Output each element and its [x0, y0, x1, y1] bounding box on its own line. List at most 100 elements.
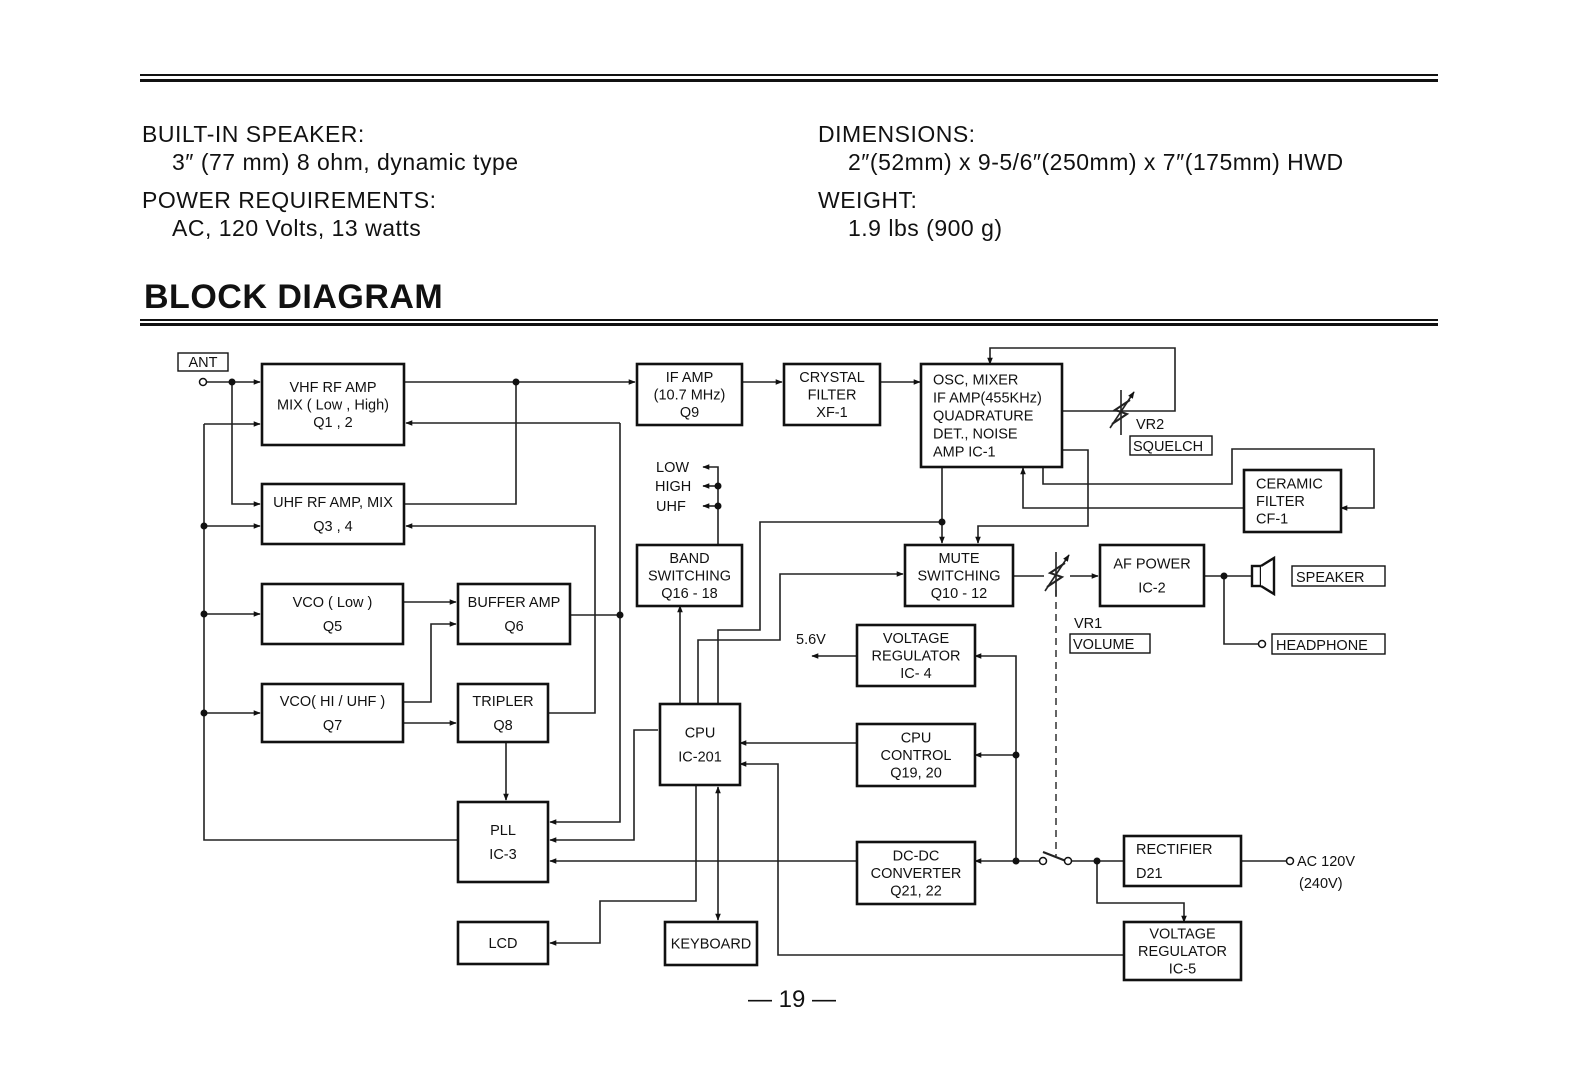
- wire-ceramic-osc: [1020, 467, 1244, 509]
- ant-label: ANT: [177, 352, 229, 372]
- block-label: FILTER: [1256, 494, 1305, 510]
- block-box: [855, 623, 977, 688]
- block-label: D21: [1136, 866, 1163, 882]
- spec-value: 1.9 lbs (900 g): [848, 215, 1003, 241]
- specs-left: BUILT-IN SPEAKER: 3″ (77 mm) 8 ohm, dyna…: [142, 120, 519, 252]
- block-label: Q9: [680, 405, 699, 421]
- block-vcolow: VCO ( Low ) Q5: [260, 582, 405, 646]
- block-vcohi: VCO( HI / UHF )Q7: [260, 682, 405, 744]
- spec-label: BUILT-IN SPEAKER:: [142, 121, 365, 147]
- top-rule-thick: [140, 79, 1438, 82]
- junction-dot: [1012, 751, 1020, 759]
- block-label: IC- 4: [900, 666, 931, 682]
- block-box: [260, 482, 406, 546]
- block-label: Q3 , 4: [313, 519, 353, 535]
- junction-dot: [200, 610, 208, 618]
- top-rule-thin: [140, 74, 1438, 76]
- block-label: REGULATOR: [1138, 944, 1227, 960]
- vr2-label: VR2: [1136, 417, 1164, 433]
- wire-osc-ceramic: [1042, 448, 1375, 511]
- wires: [203, 347, 1375, 956]
- spec-power: POWER REQUIREMENTS: AC, 120 Volts, 13 wa…: [142, 186, 519, 242]
- squelch-label-text: SQUELCH: [1133, 439, 1203, 455]
- ac-240v-label: (240V): [1299, 876, 1343, 892]
- block-label: REGULATOR: [872, 649, 961, 665]
- spec-label: POWER REQUIREMENTS:: [142, 187, 437, 213]
- block-label: VCO ( Low ): [293, 595, 373, 611]
- junction-dot: [714, 502, 722, 510]
- block-buffer: BUFFER AMP Q6: [456, 582, 572, 646]
- block-label: VCO( HI / UHF ): [280, 694, 386, 710]
- block-label: QUADRATURE: [933, 409, 1034, 425]
- junction-dot: [1220, 572, 1228, 580]
- block-label: DC-DC: [893, 849, 940, 865]
- wire-uhf-out: [404, 382, 517, 505]
- wire-cpu-pll: [549, 729, 658, 843]
- wire-band-up: [702, 464, 719, 545]
- wire-vcohi-buffer: [403, 621, 457, 703]
- block-label: BUFFER AMP: [468, 595, 561, 611]
- band-high-label: HIGH: [655, 479, 691, 495]
- block-label: Q21, 22: [890, 884, 942, 900]
- block-label: Q1 , 2: [313, 415, 353, 431]
- junction-dot: [228, 378, 236, 386]
- headphone-label: HEADPHONE: [1271, 633, 1386, 655]
- block-label: CF-1: [1256, 512, 1288, 528]
- block-label: BAND: [669, 551, 709, 567]
- block-label: CERAMIC: [1256, 477, 1323, 493]
- wire-lo-bus: [549, 423, 621, 825]
- block-box: [782, 362, 882, 427]
- block-box: [456, 682, 550, 744]
- block-box: [456, 920, 550, 966]
- block-label: MUTE: [938, 551, 979, 567]
- spec-dimensions: DIMENSIONS: 2″(52mm) x 9-5/6″(250mm) x 7…: [818, 120, 1344, 176]
- block-label: FILTER: [808, 388, 857, 404]
- block-box: [635, 362, 744, 427]
- headphone-terminal: [1257, 639, 1267, 649]
- wire-cpu-lcd: [549, 785, 697, 946]
- junction-dot: [1012, 857, 1020, 865]
- block-label: AMP IC-1: [933, 445, 996, 461]
- spec-value: AC, 120 Volts, 13 watts: [172, 215, 422, 241]
- spec-value: 2″(52mm) x 9-5/6″(250mm) x 7″(175mm) HWD: [848, 149, 1344, 175]
- volume-label: VR1 VOLUME: [1069, 616, 1151, 654]
- block-box: [260, 682, 405, 744]
- block-lcd: LCD: [456, 920, 550, 966]
- block-label: (10.7 MHz): [654, 388, 726, 404]
- junction-dot: [200, 522, 208, 530]
- block-label: VHF RF AMP: [289, 380, 376, 396]
- wire-ant-uhf: [231, 382, 261, 507]
- speaker-icon: [1250, 555, 1276, 597]
- block-label: Q5: [323, 619, 342, 635]
- block-label: CONTROL: [881, 748, 952, 764]
- page-number: — 19 —: [747, 986, 837, 1013]
- block-label: XF-1: [816, 405, 847, 421]
- junction-dot: [200, 709, 208, 717]
- block-box: [456, 582, 572, 646]
- block-label: IF AMP(455KHz): [933, 391, 1042, 407]
- block-label: OSC, MIXER: [933, 373, 1018, 389]
- junction-dot: [512, 378, 520, 386]
- block-box: [903, 543, 1015, 608]
- block-label: IC-2: [1138, 581, 1165, 597]
- wire-power-bus: [974, 653, 1017, 861]
- wire-osc-vr2: [987, 347, 1176, 412]
- vr1-label: VR1: [1074, 616, 1102, 632]
- block-label: SWITCHING: [918, 569, 1001, 585]
- heading-rule-thin: [140, 319, 1438, 321]
- block-box: [663, 920, 759, 967]
- wire-cpu-mute: [697, 571, 904, 703]
- block-label: DET., NOISE: [933, 427, 1018, 443]
- block-label: Q6: [504, 619, 523, 635]
